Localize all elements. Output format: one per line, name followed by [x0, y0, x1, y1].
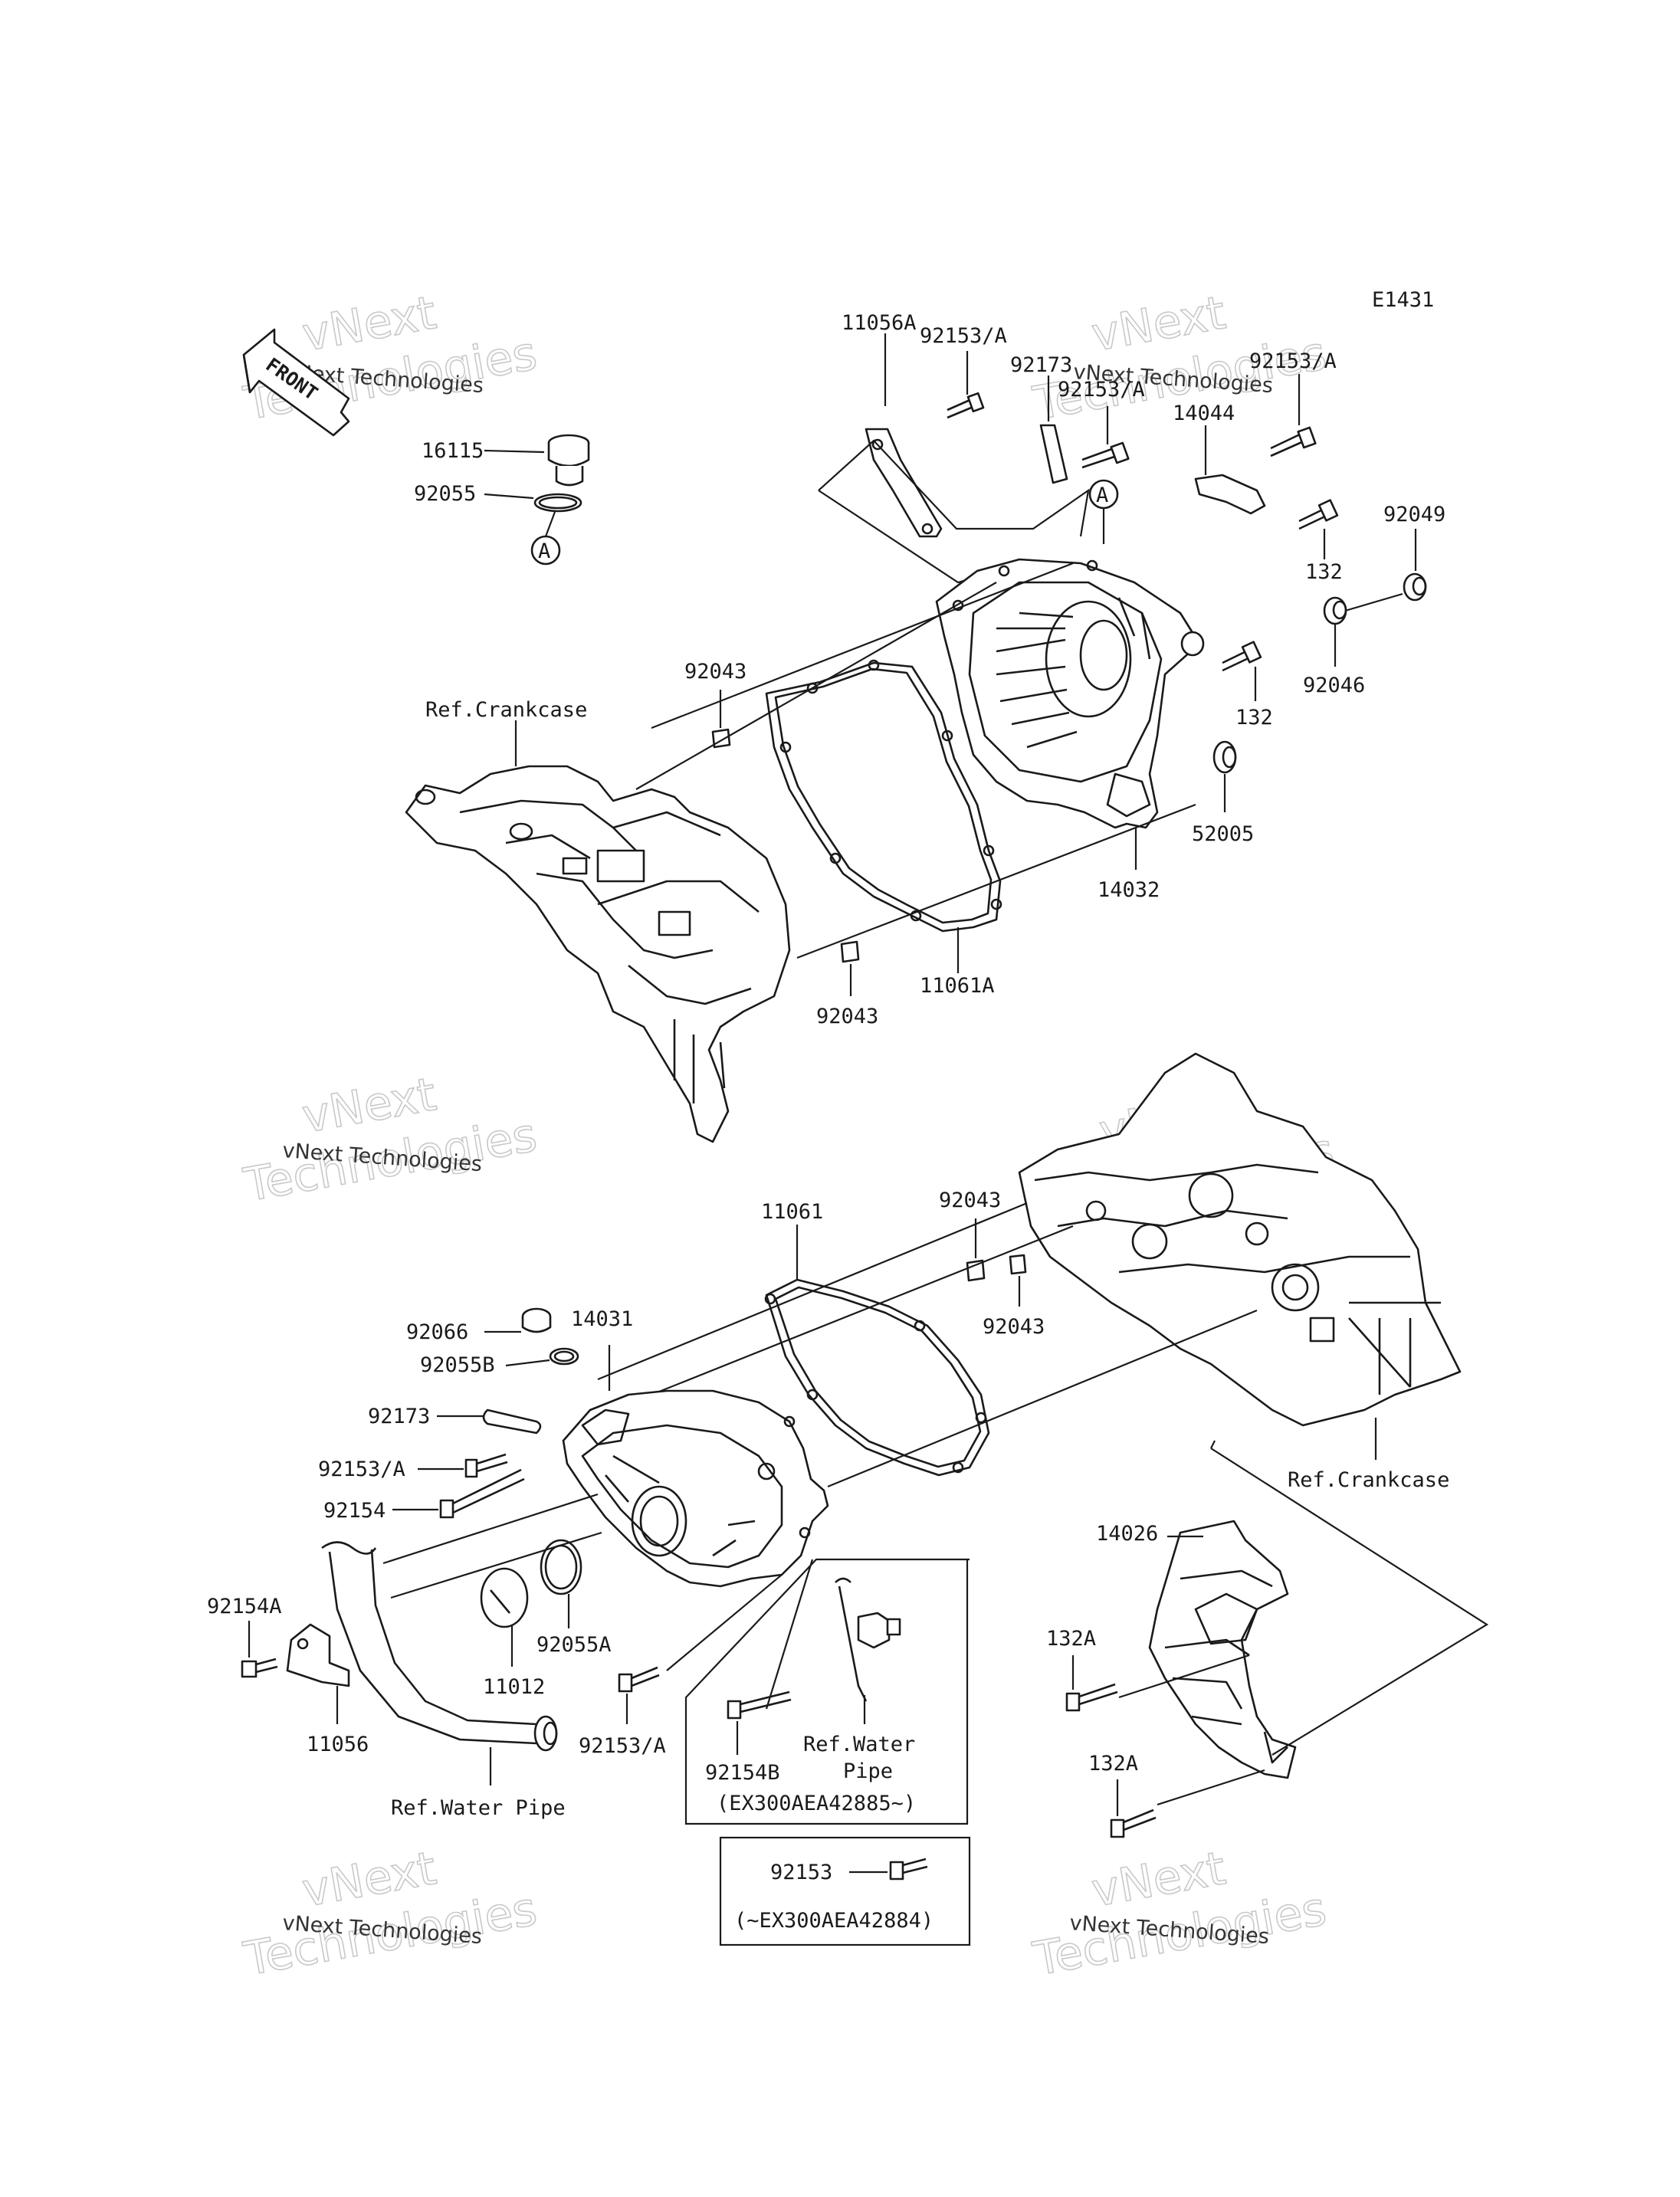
label-92173-1: 92173	[1010, 353, 1072, 377]
label-14032: 14032	[1098, 878, 1160, 902]
label-92043-2: 92043	[816, 1005, 878, 1028]
serial-box-ex300aea42884	[719, 1836, 971, 1946]
bolt-92153A	[947, 392, 985, 419]
ref-water-pipe-inbox-l2: Pipe	[843, 1759, 893, 1783]
label-14044: 14044	[1173, 402, 1235, 425]
bolt-92154A	[241, 1658, 278, 1678]
label-132A-2: 132A	[1088, 1752, 1138, 1776]
plug-11012	[480, 1567, 529, 1628]
bracket-11056	[286, 1623, 350, 1687]
plug-92066	[521, 1307, 552, 1333]
label-92153A-4: 92153/A	[318, 1458, 405, 1481]
label-11056: 11056	[307, 1733, 369, 1756]
crankcase-ref-main	[1018, 1052, 1462, 1427]
label-14026: 14026	[1096, 1522, 1158, 1546]
clutch-cover-14032	[935, 558, 1205, 829]
label-92043-1: 92043	[684, 660, 746, 684]
water-pipe-ref-left	[321, 1541, 558, 1752]
o-ring-92055B	[549, 1347, 579, 1366]
serial-range-1: (EX300AEA42885~)	[717, 1792, 916, 1815]
label-92055: 92055	[414, 482, 476, 506]
label-92154B: 92154B	[705, 1761, 780, 1785]
ref-marker-a-label: A	[538, 539, 550, 563]
bolt-132-2	[1222, 641, 1262, 672]
label-92153A-3: 92153/A	[1249, 349, 1337, 373]
label-11056A: 11056A	[842, 311, 917, 335]
bolt-92153A-3	[1270, 426, 1317, 457]
ref-marker-a-label: A	[1096, 484, 1108, 507]
bolt-92154B	[727, 1690, 792, 1720]
bolt-92154	[439, 1468, 525, 1519]
ref-crankcase-main: Ref.Crankcase	[1288, 1468, 1449, 1492]
gasket-11061	[764, 1278, 990, 1477]
generator-cover-14031	[562, 1389, 829, 1588]
serial-box-ex300aea42885	[684, 1558, 970, 1825]
crankcase-ref-top	[405, 765, 791, 1143]
bracket-14044	[1194, 474, 1266, 515]
label-11012: 11012	[483, 1675, 545, 1699]
label-92153: 92153	[770, 1861, 832, 1884]
label-52005: 52005	[1192, 822, 1254, 846]
bracket-11056A	[865, 428, 943, 538]
label-132-1: 132	[1305, 560, 1343, 584]
label-11061A: 11061A	[920, 974, 995, 998]
label-92154A: 92154A	[207, 1595, 282, 1618]
dowel-92043-2	[840, 940, 860, 963]
label-11061: 11061	[761, 1200, 823, 1224]
bolt-92153A-5	[618, 1666, 660, 1693]
label-92066: 92066	[406, 1320, 468, 1344]
dowel-92043-3	[966, 1259, 986, 1282]
ref-marker-a	[530, 535, 561, 566]
bolt-92153A-4	[464, 1453, 508, 1478]
label-92043-4: 92043	[983, 1315, 1045, 1339]
diagram-id: E1431	[1372, 288, 1434, 312]
seal-52005	[1212, 740, 1237, 774]
bolt-92153A-2	[1081, 441, 1130, 469]
label-132A-1: 132A	[1046, 1627, 1096, 1651]
label-92043-3: 92043	[939, 1189, 1001, 1212]
bolt-132-1	[1298, 499, 1339, 530]
dowel-92173-2	[482, 1408, 542, 1435]
sprocket-cover-14026	[1148, 1520, 1297, 1779]
ref-water-pipe-inbox-l1: Ref.Water	[803, 1733, 915, 1756]
label-92153A-1: 92153/A	[920, 324, 1007, 348]
serial-range-2: (~EX300AEA42884)	[734, 1909, 934, 1933]
bolt-132A-1	[1065, 1683, 1118, 1712]
label-92154: 92154	[323, 1499, 386, 1523]
o-ring-92055	[533, 493, 582, 513]
label-132-2: 132	[1235, 706, 1273, 730]
ref-water-pipe-left: Ref.Water Pipe	[391, 1796, 566, 1820]
dowel-92043-4	[1009, 1254, 1027, 1275]
label-92055B: 92055B	[420, 1353, 495, 1377]
ref-crankcase-top: Ref.Crankcase	[425, 698, 587, 722]
o-ring-92055A	[540, 1539, 582, 1595]
label-92046: 92046	[1303, 674, 1365, 697]
bolt-92153	[889, 1858, 928, 1881]
label-92173-2: 92173	[368, 1405, 430, 1428]
label-14031: 14031	[571, 1307, 633, 1331]
dowel-92173	[1039, 424, 1068, 484]
gasket-11061A	[765, 659, 1002, 933]
seal-92049	[1403, 572, 1427, 602]
label-92153A-2: 92153/A	[1058, 378, 1145, 402]
label-92055A: 92055A	[536, 1633, 612, 1657]
label-92049: 92049	[1383, 503, 1445, 526]
oil-filler-cap-16115	[547, 434, 590, 487]
label-16115: 16115	[422, 439, 484, 463]
water-pipe-ref-inbox	[835, 1577, 901, 1702]
label-92153A-5: 92153/A	[579, 1734, 666, 1758]
bolt-132A-2	[1110, 1808, 1157, 1838]
bearing-92046	[1323, 596, 1347, 625]
